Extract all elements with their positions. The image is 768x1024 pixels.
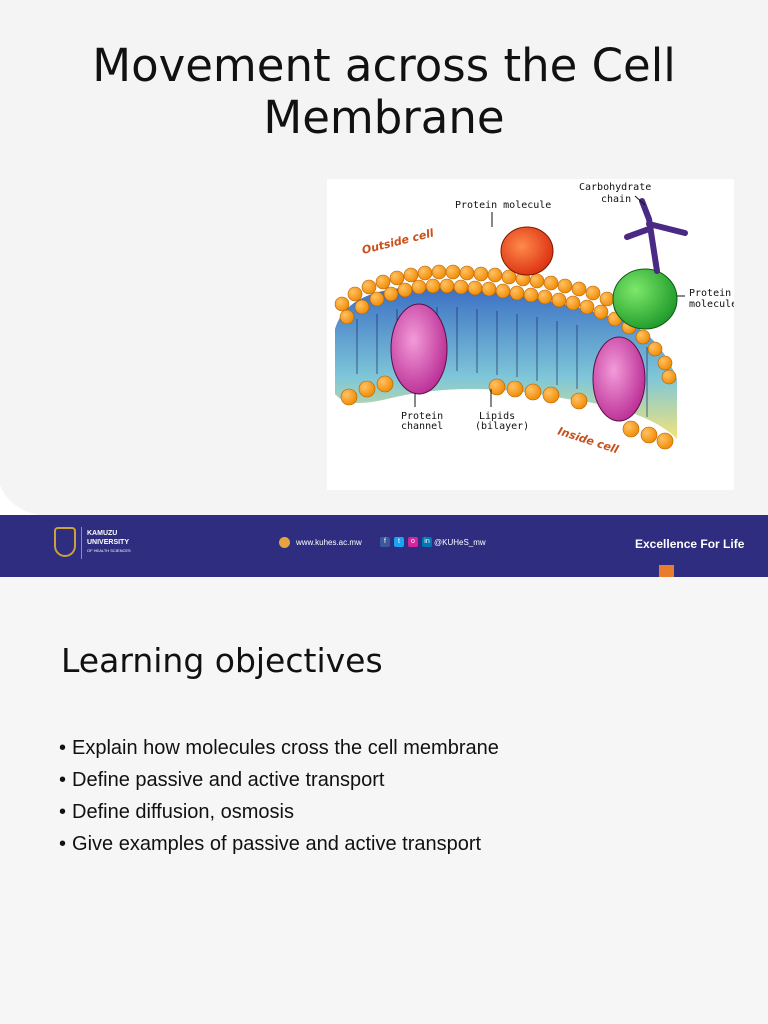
title-line-1: Movement across the Cell: [92, 39, 676, 92]
linkedin-icon[interactable]: in: [422, 537, 432, 547]
footer-divider: [81, 527, 82, 559]
label-protein-molecule-top: Protein molecule: [455, 200, 551, 211]
protein-molecule-top: [500, 226, 554, 276]
carbohydrate-chain: [624, 198, 688, 274]
university-line-3: OF HEALTH SCIENCES: [87, 548, 131, 553]
label-carbohydrate: Carbohydrate: [579, 182, 651, 193]
label-protein-right-2: molecule: [689, 299, 734, 310]
slide-footer: KAMUZU UNIVERSITY OF HEALTH SCIENCES www…: [0, 515, 768, 577]
twitter-icon[interactable]: t: [394, 537, 404, 547]
facebook-icon[interactable]: f: [380, 537, 390, 547]
protein-channel-left: [390, 303, 448, 395]
tagline: Excellence For Life: [635, 537, 745, 551]
objectives-list: Explain how molecules cross the cell mem…: [59, 732, 499, 860]
slide-title: Movement across the Cell Membrane: [0, 40, 768, 144]
list-item: Define passive and active transport: [59, 764, 499, 796]
lipid-heads-inner: [340, 375, 674, 450]
globe-icon: [279, 537, 290, 548]
membrane-illustration: Carbohydrate chain Protein molecule Prot…: [334, 182, 734, 456]
accent-mark: [659, 565, 674, 577]
protein-channel-right: [592, 336, 646, 422]
website-link[interactable]: www.kuhes.ac.mw: [296, 538, 362, 547]
label-lipids-2: (bilayer): [475, 421, 529, 432]
label-protein-channel-2: channel: [401, 421, 443, 432]
label-leaders: [414, 195, 685, 407]
protein-molecule-right: [612, 268, 678, 330]
list-item: Give examples of passive and active tran…: [59, 828, 499, 860]
instagram-icon[interactable]: o: [408, 537, 418, 547]
label-protein-right-1: Protein: [689, 288, 731, 299]
university-line-1: KAMUZU: [87, 530, 118, 537]
list-item: Define diffusion, osmosis: [59, 796, 499, 828]
label-carbohydrate-2: chain: [601, 194, 631, 205]
university-line-2: UNIVERSITY: [87, 539, 130, 546]
slide-2: Learning objectives Explain how molecule…: [0, 577, 768, 1024]
label-outside-cell: Outside cell: [361, 226, 436, 256]
university-crest-icon: [54, 527, 76, 557]
label-protein-channel-1: Protein: [401, 411, 443, 422]
list-item: Explain how molecules cross the cell mem…: [59, 732, 499, 764]
social-handle: @KUHeS_mw: [434, 538, 486, 547]
slide-1: Movement across the Cell Membrane: [0, 0, 768, 577]
label-lipids-1: Lipids: [479, 411, 515, 422]
title-line-2: Membrane: [263, 91, 505, 144]
university-name: KAMUZU UNIVERSITY OF HEALTH SCIENCES: [87, 529, 131, 554]
cell-membrane-diagram: Carbohydrate chain Protein molecule Prot…: [327, 179, 734, 490]
label-inside-cell: Inside cell: [556, 424, 620, 456]
slide-title: Learning objectives: [61, 641, 383, 680]
